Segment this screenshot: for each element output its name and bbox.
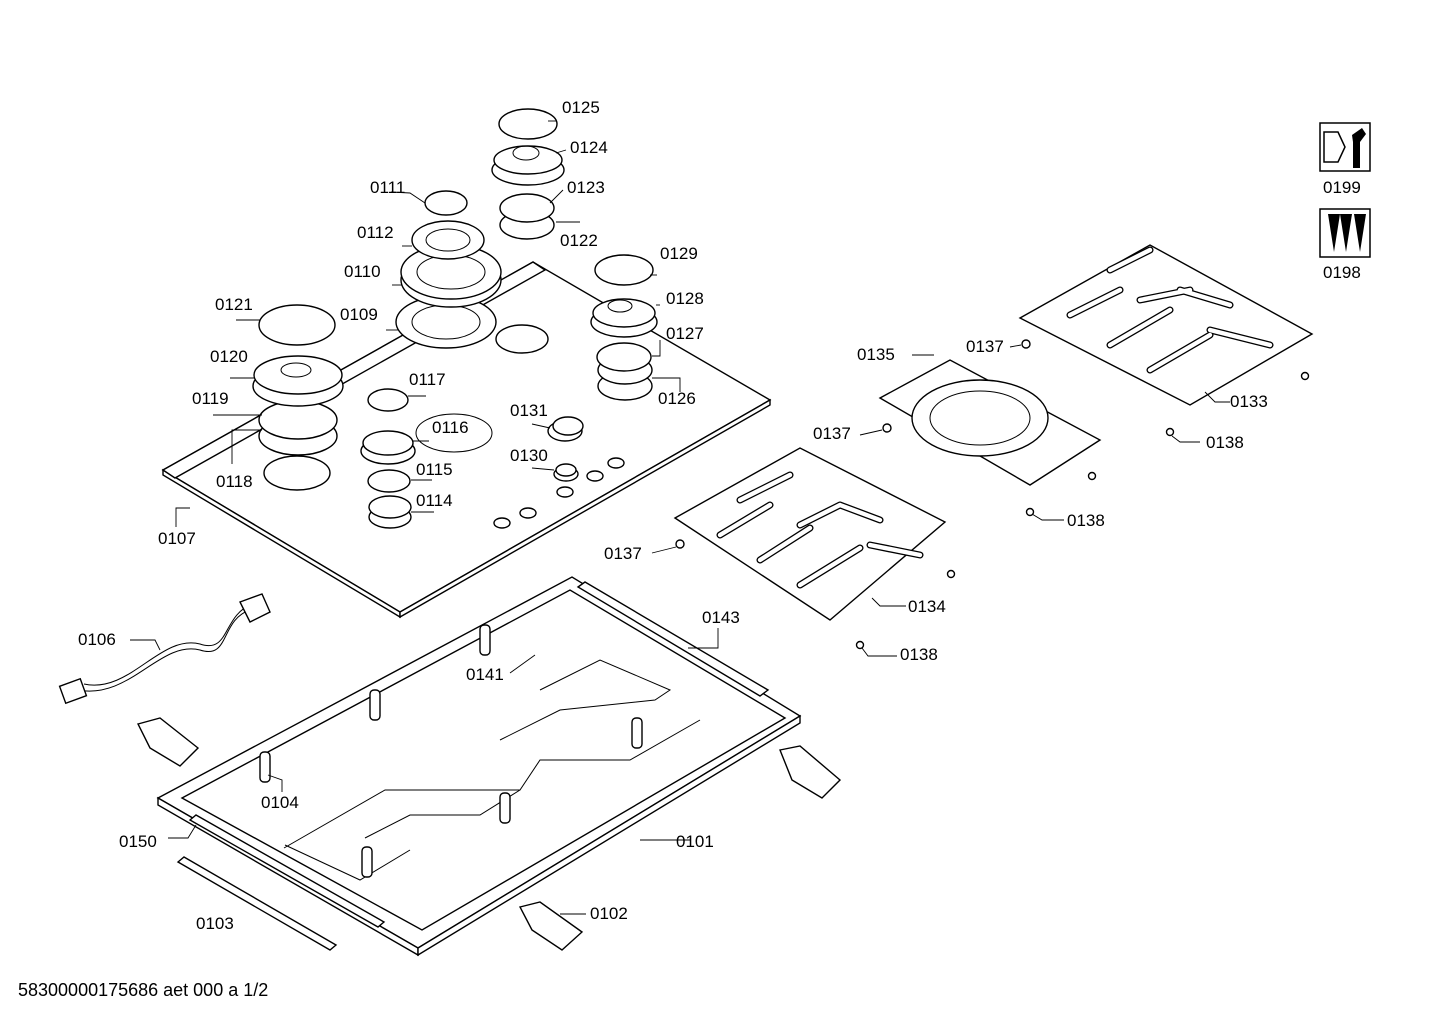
label-0137-c: 0137 (604, 544, 642, 563)
power-cable-0106 (58, 593, 271, 705)
label-0117: 0117 (409, 370, 446, 389)
pan-support-0134 (673, 447, 947, 621)
mounting-studs-0104 (259, 624, 643, 878)
label-0127: 0127 (666, 324, 704, 343)
label-0138-b: 0138 (1067, 511, 1105, 530)
wrench-nut-icon (1319, 122, 1371, 172)
label-0123: 0123 (567, 178, 605, 197)
label-0112: 0112 (357, 223, 394, 242)
pan-support-0133 (1018, 244, 1314, 406)
label-0116: 0116 (432, 418, 469, 437)
label-0131: 0131 (510, 401, 548, 420)
label-0138-a: 0138 (1206, 433, 1244, 452)
label-0120: 0120 (210, 347, 248, 366)
control-knobs (547, 416, 584, 482)
label-0128: 0128 (666, 289, 704, 308)
large-burner-assembly (395, 190, 502, 349)
label-0129: 0129 (660, 244, 698, 263)
label-0115: 0115 (416, 460, 453, 479)
label-0125: 0125 (562, 98, 600, 117)
rear-burner-assembly (491, 108, 565, 240)
small-burner-assembly (360, 388, 493, 529)
left-burner-assembly (252, 304, 344, 491)
label-0114: 0114 (416, 491, 453, 510)
label-0103: 0103 (196, 914, 234, 933)
label-0198: 0198 (1323, 263, 1361, 282)
label-0110: 0110 (344, 262, 381, 281)
label-0118: 0118 (216, 472, 253, 491)
label-0126: 0126 (658, 389, 696, 408)
document-id: 58300000175686 aet 000 a 1/2 (18, 980, 269, 1000)
right-burner-assembly (590, 254, 658, 401)
screws-icon (1319, 208, 1371, 258)
label-0124: 0124 (570, 138, 608, 157)
seal-strips (176, 581, 770, 951)
label-0150: 0150 (119, 832, 157, 851)
label-0119: 0119 (192, 389, 229, 408)
label-0101: 0101 (676, 832, 714, 851)
label-0104: 0104 (261, 793, 299, 812)
label-0111: 0111 (370, 178, 405, 197)
label-0143: 0143 (702, 608, 740, 627)
label-0109: 0109 (340, 305, 378, 324)
leader-lines (130, 120, 1230, 915)
rubber-feet (675, 339, 1310, 650)
label-0121: 0121 (215, 295, 253, 314)
label-0107: 0107 (158, 529, 196, 548)
label-0137-a: 0137 (966, 337, 1004, 356)
label-0133: 0133 (1230, 392, 1268, 411)
label-0137-b: 0137 (813, 424, 851, 443)
label-0106: 0106 (78, 630, 116, 649)
label-0141: 0141 (466, 665, 504, 684)
label-0130: 0130 (510, 446, 548, 465)
label-0102: 0102 (590, 904, 628, 923)
label-0122: 0122 (560, 231, 598, 250)
label-0135: 0135 (857, 345, 895, 364)
part-labels: 0125 0124 0123 0122 0111 0112 0110 0109 … (78, 98, 1361, 933)
label-0134: 0134 (908, 597, 946, 616)
label-0138-c: 0138 (900, 645, 938, 664)
mounting-clamps-0102 (136, 717, 842, 951)
label-0199: 0199 (1323, 178, 1361, 197)
wok-support-0135 (878, 359, 1102, 486)
